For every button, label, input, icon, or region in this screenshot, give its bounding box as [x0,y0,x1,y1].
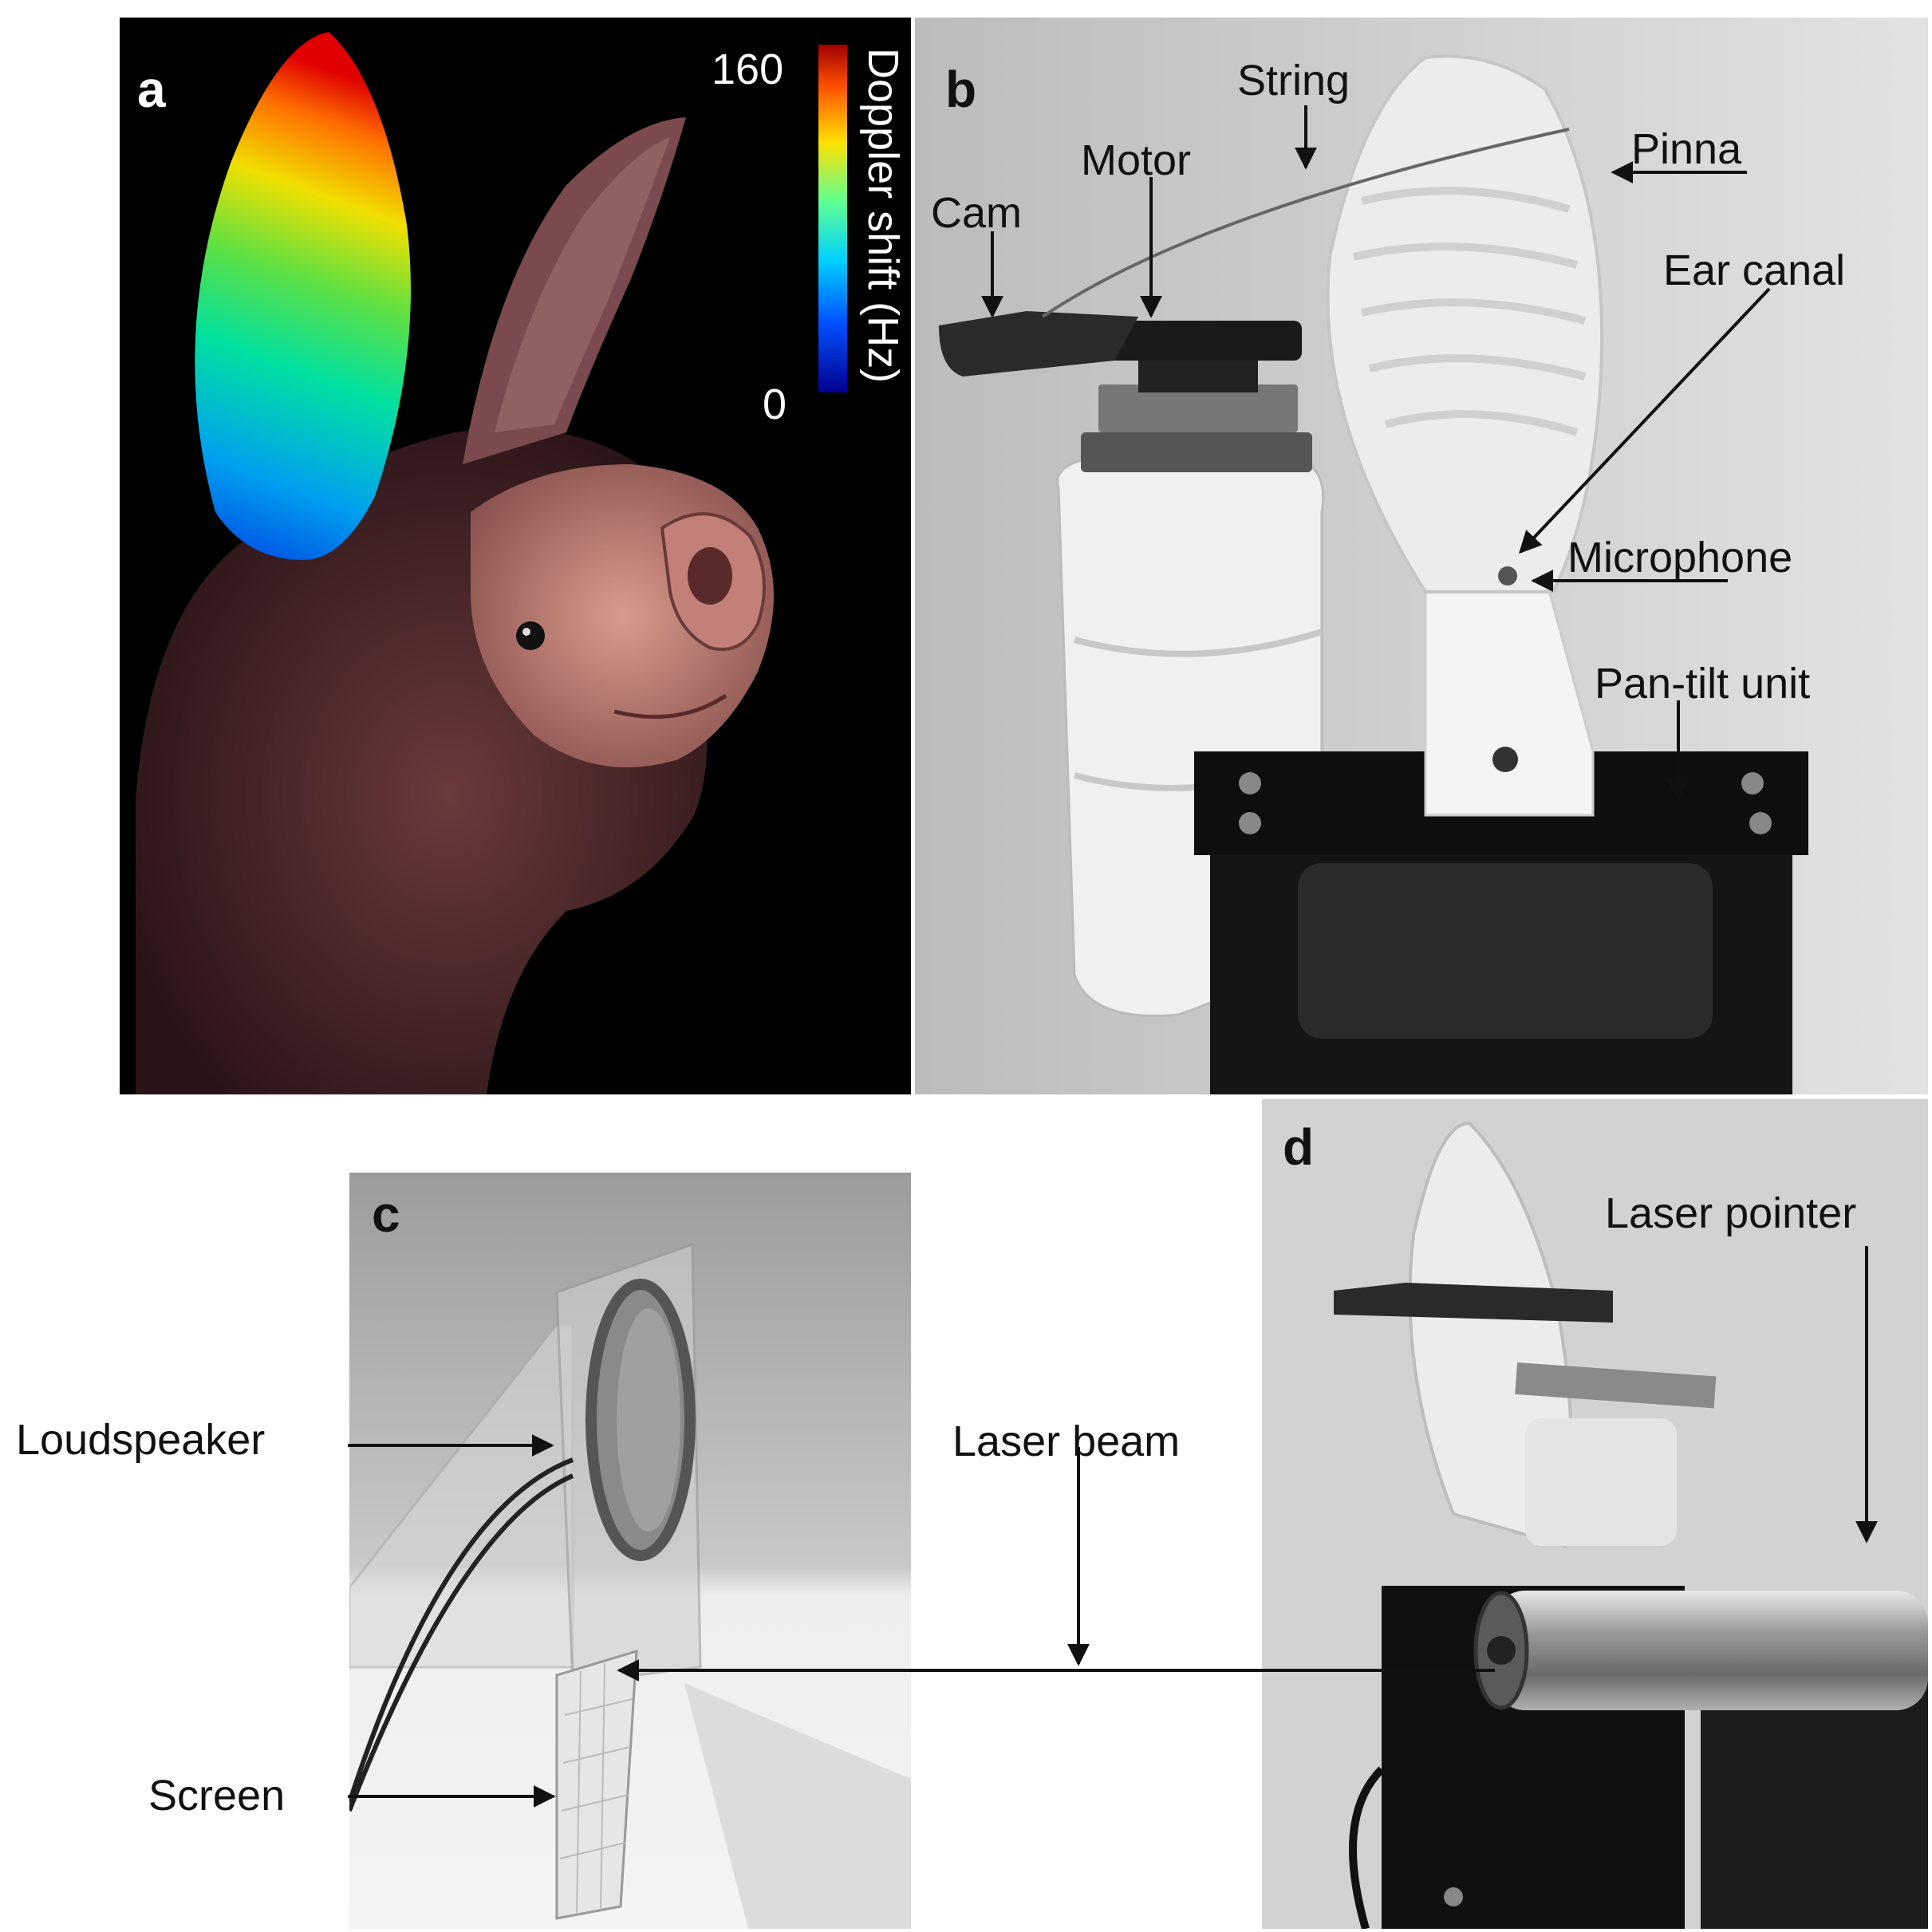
motor [1094,321,1302,361]
laser-pointer [1493,1591,1928,1710]
bat-head-illustration [136,32,847,1094]
colorbar-axis-label: Doppler shift (Hz) [859,48,907,384]
label-pan-tilt-unit: Pan-tilt unit [1595,660,1811,708]
microphone [1498,566,1517,586]
arrow-ear-canal [1519,287,1771,554]
panel-b: b String Motor Cam Pinna Ear canal Micro… [915,18,1928,1094]
panel-a: a 160 0 Doppler shift (Hz) [120,18,911,1094]
colorbar-min-label: 0 [763,380,787,428]
cam [939,311,1138,377]
loudspeaker-setup-photo [349,1173,911,1929]
pinna [1326,54,1604,593]
label-laser-pointer: Laser pointer [1605,1189,1857,1237]
label-string: String [1237,57,1350,104]
label-ear-canal: Ear canal [1663,246,1846,294]
string [1041,128,1570,318]
panel-label-d: d [1283,1118,1315,1176]
colorbar [818,45,847,392]
label-laser-beam: Laser beam [952,1417,1181,1465]
colorbar-max-label: 160 [712,45,784,93]
label-cam: Cam [931,189,1023,237]
panel-label-b: b [945,61,977,118]
panel-c: c [349,1173,911,1929]
pinna-apparatus-photo [915,18,1928,1094]
doppler-ear-map [195,32,411,560]
laser-pointer-setup-photo [1262,1099,1928,1929]
label-microphone: Microphone [1567,534,1793,582]
label-pinna: Pinna [1631,125,1742,173]
label-screen: Screen [148,1772,286,1820]
panel-label-c: c [372,1185,400,1243]
bat-eye [516,621,545,650]
panel-d: d Laser pointer [1262,1099,1928,1929]
label-motor: Motor [1081,136,1192,184]
label-loudspeaker: Loudspeaker [16,1416,266,1464]
panel-label-a: a [137,61,166,118]
screen [555,1649,638,1920]
